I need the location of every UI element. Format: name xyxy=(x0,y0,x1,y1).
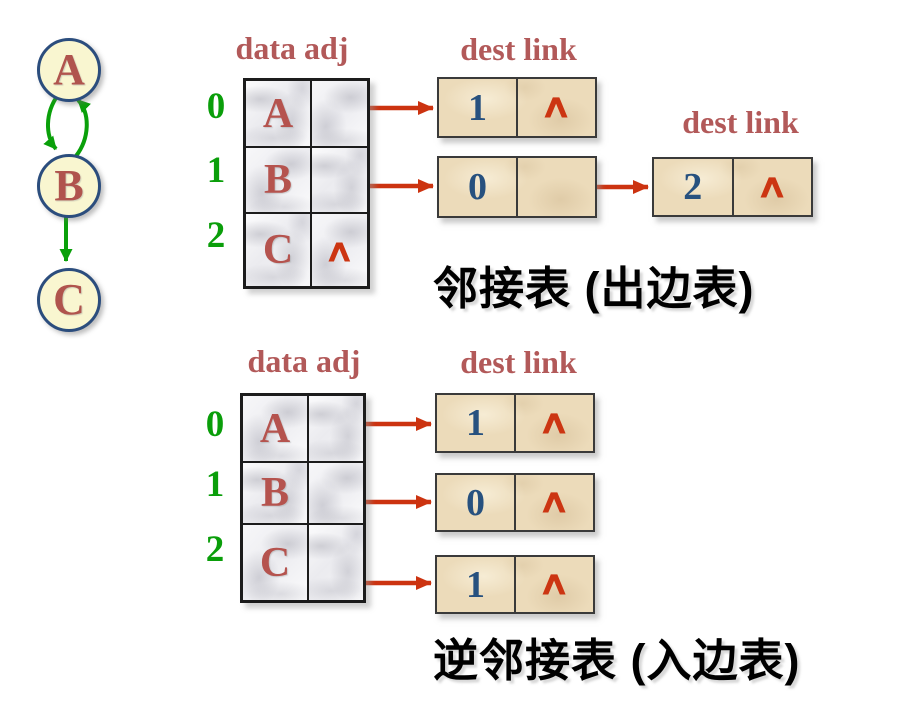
top-cell-adj-2: ∧ xyxy=(311,213,368,287)
bottom-caption: 逆邻接表 (入边表) xyxy=(433,635,801,686)
node-link-cell: ∧ xyxy=(514,395,593,451)
bottom-cell-adj-0 xyxy=(308,395,364,462)
top-cell-data-0: A xyxy=(245,80,311,147)
top-row-index-1: 1 xyxy=(206,150,226,191)
null-pointer-mark: ∧ xyxy=(755,168,789,205)
bottom-array-header: data adj xyxy=(247,343,361,379)
vertex-letter: B xyxy=(263,157,292,203)
bottom-row-index-2: 2 xyxy=(205,529,225,570)
top-caption: 邻接表 (出边表) xyxy=(433,263,755,314)
graph-node-a-label: A xyxy=(53,45,85,94)
node-dest-cell: 0 xyxy=(439,158,516,216)
top-list-header-2: dest link xyxy=(682,104,799,140)
bottom-list-header: dest link xyxy=(460,344,577,380)
node-link-cell: ∧ xyxy=(514,475,593,530)
graph-node-c: C xyxy=(37,268,101,332)
null-pointer-mark: ∧ xyxy=(538,484,571,520)
top-array-header: data adj xyxy=(235,30,349,66)
node-link-cell xyxy=(516,158,595,216)
bottom-list-node-b0: 0 ∧ xyxy=(435,473,595,532)
bottom-cell-adj-2 xyxy=(308,524,364,601)
top-cell-data-2: C xyxy=(245,213,311,287)
vertex-letter: A xyxy=(259,405,291,452)
bottom-vertex-table: A B C xyxy=(240,393,366,603)
top-cell-adj-0 xyxy=(311,80,368,147)
graph-node-c-label: C xyxy=(53,275,85,324)
bottom-list-node-c0: 1 ∧ xyxy=(435,555,595,614)
null-pointer-mark: ∧ xyxy=(324,232,355,268)
bottom-cell-data-1: B xyxy=(242,462,308,524)
null-pointer-mark: ∧ xyxy=(540,89,573,125)
node-dest-cell: 1 xyxy=(437,557,514,612)
top-cell-data-1: B xyxy=(245,147,311,213)
node-link-cell: ∧ xyxy=(516,79,595,136)
null-pointer-mark: ∧ xyxy=(538,566,571,602)
null-pointer-mark: ∧ xyxy=(538,404,571,441)
top-row-index-0: 0 xyxy=(206,86,226,127)
top-cell-adj-1 xyxy=(311,147,368,213)
vertex-letter: B xyxy=(260,470,289,516)
node-dest-cell: 2 xyxy=(654,159,732,215)
vertex-letter: A xyxy=(262,90,294,137)
top-vertex-table: A B C ∧ xyxy=(243,78,370,289)
vertex-letter: C xyxy=(262,227,294,273)
top-row-index-2: 2 xyxy=(206,215,226,256)
top-list-header-1: dest link xyxy=(460,31,577,67)
top-list-node-a0: 1 ∧ xyxy=(437,77,597,138)
node-link-cell: ∧ xyxy=(731,159,812,215)
dest-value: 0 xyxy=(466,481,485,524)
dest-value: 1 xyxy=(466,563,485,606)
graph-node-b-label: B xyxy=(54,161,84,210)
bottom-cell-data-2: C xyxy=(242,524,308,601)
top-list-node-b1: 2 ∧ xyxy=(652,157,813,217)
bottom-cell-data-0: A xyxy=(242,395,308,462)
bottom-cell-adj-1 xyxy=(308,462,364,524)
dest-value: 0 xyxy=(468,166,487,208)
dest-value: 2 xyxy=(683,166,703,208)
bottom-list-node-a0: 1 ∧ xyxy=(435,393,595,453)
graph-node-b: B xyxy=(37,154,101,218)
graph-node-a: A xyxy=(37,38,101,102)
edge-b-to-a xyxy=(74,98,92,158)
top-list-node-b0: 0 xyxy=(437,156,597,218)
edge-a-to-b xyxy=(43,93,60,151)
node-link-cell: ∧ xyxy=(514,557,593,612)
bottom-row-index-0: 0 xyxy=(205,404,225,445)
node-dest-cell: 0 xyxy=(437,475,514,530)
vertex-letter: C xyxy=(259,539,291,586)
dest-value: 1 xyxy=(466,402,485,444)
bottom-row-index-1: 1 xyxy=(205,464,225,505)
node-dest-cell: 1 xyxy=(439,79,516,136)
dest-value: 1 xyxy=(468,86,487,129)
node-dest-cell: 1 xyxy=(437,395,514,451)
